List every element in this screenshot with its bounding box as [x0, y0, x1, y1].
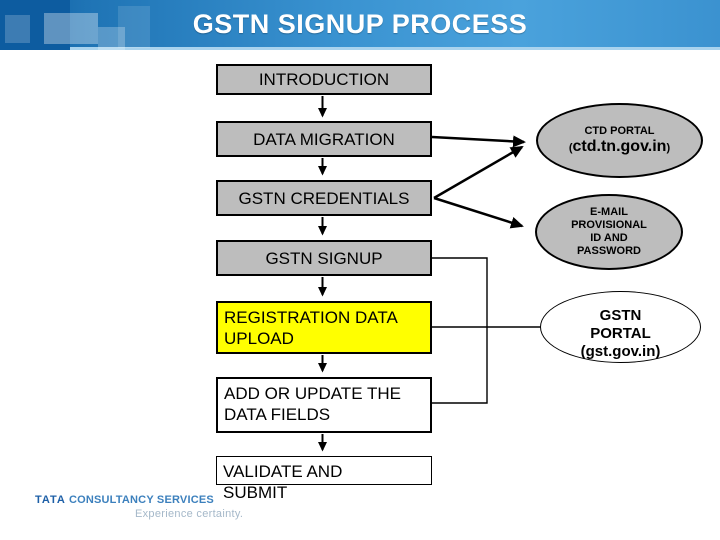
- tcs-brand-primary: TATA: [35, 494, 66, 506]
- connector-signup-to-add-update: [432, 257, 488, 404]
- email-line: PROVISIONAL: [571, 219, 647, 231]
- flow-box-label: ADD OR UPDATE THE DATA FIELDS: [224, 384, 401, 424]
- email-line: PASSWORD: [577, 245, 641, 257]
- gstn-portal-url: (gst.gov.in): [580, 343, 661, 360]
- corner-squares-logo-icon: [0, 0, 150, 50]
- header-bar: GSTN SIGNUP PROCESS: [0, 0, 720, 50]
- ellipse-gstn-portal: GSTN PORTAL (gst.gov.in): [540, 291, 701, 363]
- logo-square: [118, 6, 150, 48]
- tcs-brand-secondary: CONSULTANCY SERVICES: [68, 494, 214, 506]
- arrow-credentials-to-ctd-portal: [433, 145, 524, 200]
- tcs-tagline: Experience certainty.: [135, 508, 244, 520]
- arrow-credentials-to-email: [433, 196, 524, 229]
- tcs-brand-line: TATA CONSULTANCY SERVICES: [35, 494, 245, 506]
- flow-box-validate-and-submit: VALIDATE AND SUBMIT: [216, 456, 432, 502]
- flow-box-label: GSTN SIGNUP: [265, 248, 383, 268]
- ctd-portal-url: (ctd.tn.gov.in): [568, 137, 671, 155]
- ellipse-email-provisional: E-MAIL PROVISIONAL ID AND PASSWORD: [535, 194, 683, 270]
- flow-box-introduction: INTRODUCTION: [216, 64, 432, 95]
- gstn-portal-line: GSTN: [599, 307, 642, 324]
- ctd-portal-title: CTD PORTAL: [584, 124, 655, 137]
- arrow-data-migration-to-ctd-portal: [431, 135, 526, 148]
- flow-box-label: REGISTRATION DATA UPLOAD: [224, 308, 397, 348]
- flow-box-add-or-update: ADD OR UPDATE THE DATA FIELDS: [216, 377, 432, 433]
- flow-box-label: INTRODUCTION: [258, 70, 390, 89]
- flow-box-label: DATA MIGRATION: [253, 129, 395, 149]
- flow-box-gstn-signup: GSTN SIGNUP: [216, 240, 432, 276]
- logo-square: [0, 0, 70, 50]
- gstn-portal-line: PORTAL: [590, 325, 651, 342]
- flow-box-label: VALIDATE AND SUBMIT: [223, 462, 343, 502]
- email-line: ID AND: [590, 232, 628, 244]
- logo-square: [44, 13, 98, 44]
- flow-box-gstn-credentials: GSTN CREDENTIALS: [216, 180, 432, 216]
- logo-square: [98, 27, 125, 50]
- flow-box-registration-data-upload: REGISTRATION DATA UPLOAD: [216, 301, 432, 354]
- slide-title: GSTN SIGNUP PROCESS: [192, 9, 528, 39]
- email-line: E-MAIL: [590, 206, 628, 218]
- flow-box-label: GSTN CREDENTIALS: [238, 188, 410, 208]
- flow-box-data-migration: DATA MIGRATION: [216, 121, 432, 157]
- ellipse-ctd-portal: CTD PORTAL (ctd.tn.gov.in): [536, 103, 703, 178]
- logo-square: [5, 15, 30, 43]
- tcs-logo: TATA CONSULTANCY SERVICES Experience cer…: [35, 494, 245, 520]
